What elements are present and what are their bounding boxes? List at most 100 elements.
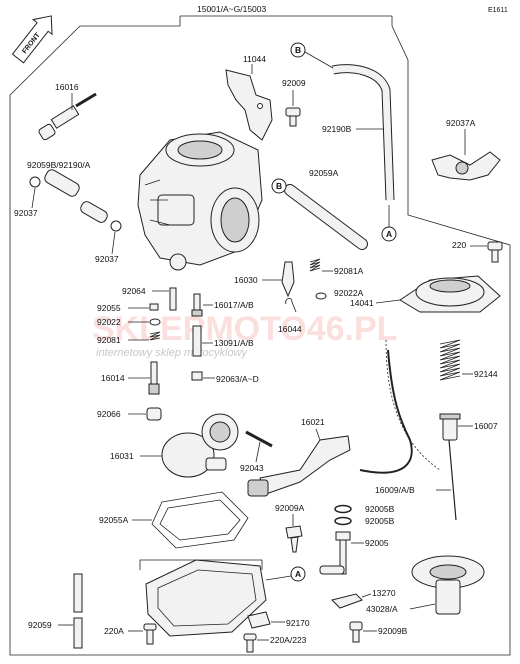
label-92081: 92081 bbox=[97, 335, 121, 345]
label-92037-right: 92037 bbox=[95, 254, 119, 264]
part-16009-needle bbox=[448, 439, 457, 521]
part-92022-washer bbox=[149, 318, 161, 326]
label-220a: 220A bbox=[104, 626, 124, 636]
part-92190b-hose bbox=[331, 64, 395, 201]
label-92022a: 92022A bbox=[334, 288, 364, 298]
label-92037a: 92037A bbox=[446, 118, 476, 128]
assembly-outline bbox=[9, 25, 511, 656]
label-92055: 92055 bbox=[97, 303, 121, 313]
part-92059b-hose bbox=[44, 169, 108, 223]
label-92144: 92144 bbox=[474, 369, 498, 379]
part-92081-spring bbox=[149, 331, 161, 341]
label-220: 220 bbox=[452, 240, 466, 250]
part-16030-needle bbox=[281, 261, 295, 298]
label-16007: 16007 bbox=[474, 421, 498, 431]
part-220-screw bbox=[487, 241, 503, 263]
part-92055-oring bbox=[149, 303, 159, 311]
label-92055a: 92055A bbox=[99, 515, 129, 525]
label-92009a: 92009A bbox=[275, 503, 305, 513]
ref-marker-a-lower-text: A bbox=[295, 569, 301, 579]
part-92170-clamp bbox=[247, 611, 271, 629]
label-16017: 16017/A/B bbox=[214, 300, 254, 310]
part-16016-screw bbox=[38, 92, 97, 141]
ref-marker-a-right-text: A bbox=[386, 229, 392, 239]
label-16044: 16044 bbox=[278, 324, 302, 334]
part-92037-clip-right bbox=[110, 220, 122, 232]
label-16031: 16031 bbox=[110, 451, 134, 461]
part-92066-plug bbox=[146, 407, 162, 421]
label-92190b: 92190B bbox=[322, 124, 352, 134]
label-92009b: 92009B bbox=[378, 626, 408, 636]
part-92009a-screw bbox=[285, 525, 303, 553]
label-220a-223: 220A/223 bbox=[270, 635, 307, 645]
part-16009-cable bbox=[359, 349, 413, 474]
ref-marker-b-top-text: B bbox=[295, 45, 301, 55]
part-92055a-gasket bbox=[151, 491, 249, 549]
part-16007-holder bbox=[439, 413, 461, 441]
label-13091: 13091/A/B bbox=[214, 338, 254, 348]
label-92059: 92059 bbox=[28, 620, 52, 630]
part-92144-spring bbox=[439, 339, 461, 381]
cable-guide bbox=[385, 339, 441, 471]
ref-marker-b-mid-text: B bbox=[276, 181, 282, 191]
watermark-tagline: internetowy sklep motocyklowy bbox=[96, 347, 249, 359]
part-92081a-spring bbox=[309, 258, 321, 272]
label-92005b-2: 92005B bbox=[365, 516, 395, 526]
label-92005: 92005 bbox=[365, 538, 389, 548]
part-16021-lever bbox=[247, 435, 351, 497]
ref-marker-b-top bbox=[290, 42, 306, 58]
part-220a-223-screw bbox=[243, 633, 257, 653]
part-14041-cover bbox=[399, 275, 501, 313]
label-16014: 16014 bbox=[101, 373, 125, 383]
part-92009b-screw bbox=[349, 621, 363, 643]
ref-marker-a-lower bbox=[290, 566, 306, 582]
part-220a-screw bbox=[143, 623, 157, 645]
label-92170: 92170 bbox=[286, 618, 310, 628]
label-92037-left: 92037 bbox=[14, 208, 38, 218]
part-92022a-washer bbox=[315, 292, 327, 300]
part-92009-screw bbox=[285, 107, 301, 127]
part-92064-jet bbox=[169, 287, 177, 311]
part-13270-plate bbox=[331, 593, 363, 609]
label-16021: 16021 bbox=[301, 417, 325, 427]
page-code: E1611 bbox=[488, 7, 508, 14]
label-16016: 16016 bbox=[55, 82, 79, 92]
label-92009: 92009 bbox=[282, 78, 306, 88]
part-92059a-hose bbox=[284, 184, 368, 250]
part-11044-bracket bbox=[225, 69, 273, 141]
part-43028-diaphragm bbox=[411, 555, 485, 615]
label-92064: 92064 bbox=[122, 286, 146, 296]
label-92043: 92043 bbox=[240, 463, 264, 473]
part-92043-pin bbox=[245, 430, 273, 448]
label-92005b-1: 92005B bbox=[365, 504, 395, 514]
watermark-brand: SKLEPMOTO46.PL bbox=[92, 310, 397, 348]
part-92037a-clip bbox=[431, 151, 501, 181]
label-43028: 43028/A bbox=[366, 604, 398, 614]
carburetor-body bbox=[137, 131, 263, 271]
part-float-bowl bbox=[145, 559, 267, 637]
label-16030: 16030 bbox=[234, 275, 258, 285]
label-13270: 13270 bbox=[372, 588, 396, 598]
part-92059-hose bbox=[73, 573, 83, 649]
label-16009: 16009/A/B bbox=[375, 485, 415, 495]
label-14041: 14041 bbox=[350, 298, 374, 308]
label-92022: 92022 bbox=[97, 317, 121, 327]
assembly-number: 15001/A~G/15003 bbox=[197, 4, 267, 14]
part-16014-screw bbox=[148, 361, 160, 395]
part-92005b-oring-2 bbox=[334, 516, 352, 526]
label-11044: 11044 bbox=[243, 54, 266, 64]
part-92063-oring bbox=[191, 371, 203, 381]
part-92005b-oring-1 bbox=[334, 504, 352, 514]
part-16044-pin bbox=[285, 298, 297, 313]
label-92066: 92066 bbox=[97, 409, 121, 419]
part-16031-cap bbox=[161, 413, 239, 478]
part-16017-jet bbox=[191, 293, 203, 317]
label-92081a: 92081A bbox=[334, 266, 364, 276]
label-92059b: 92059B/92190/A bbox=[27, 160, 91, 170]
label-92059a: 92059A bbox=[309, 168, 339, 178]
front-arrow-icon: FRONT bbox=[11, 15, 53, 64]
part-92005-fitting bbox=[319, 531, 351, 575]
label-92063: 92063/A~D bbox=[216, 374, 259, 384]
ref-marker-b-mid bbox=[271, 178, 287, 194]
